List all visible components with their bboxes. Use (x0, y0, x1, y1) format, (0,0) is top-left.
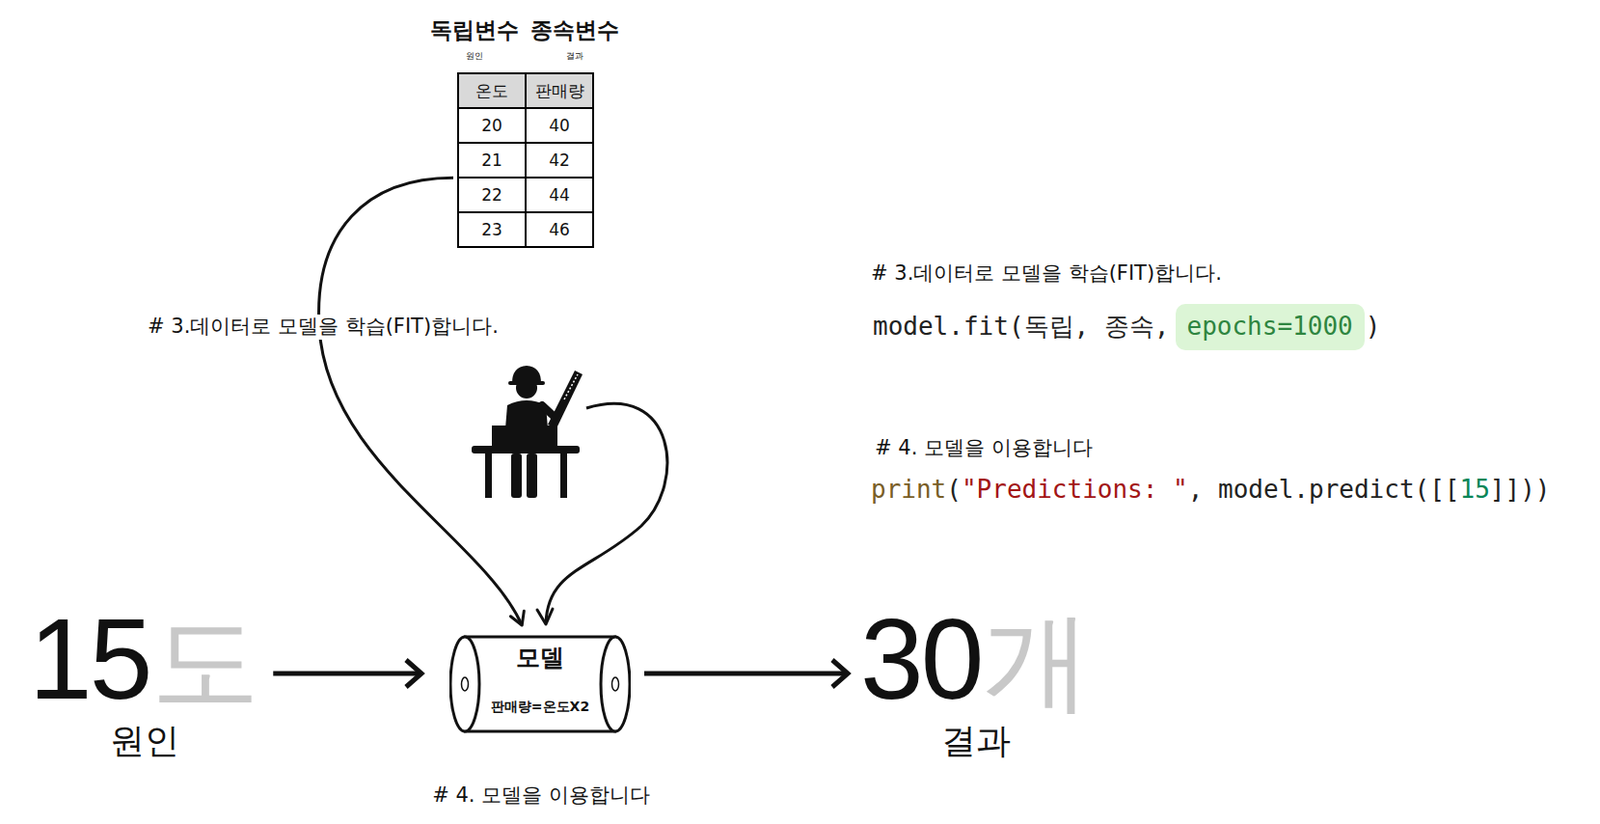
table-grid: 온도판매량2040214222442346 (457, 72, 595, 248)
code-comment: # 4. 모델을 이용합니다 (874, 435, 1093, 461)
table-header-cell: 판매량 (526, 74, 593, 108)
arrowhead (406, 659, 422, 687)
big-number: 30 (860, 601, 981, 716)
code-text: ) (1365, 311, 1382, 342)
table-cell: 46 (526, 213, 593, 246)
model-title: 모델 (515, 643, 565, 673)
worker-leg (511, 453, 522, 498)
code-token: ]])) (1490, 474, 1551, 505)
cause-label: 원인 (109, 719, 180, 761)
arrowhead (510, 610, 524, 625)
code-token: print (870, 474, 947, 505)
table-cell: 21 (459, 143, 525, 177)
code-text: model.fit(독립, 종속, (872, 311, 1170, 342)
output-arrow (644, 671, 847, 677)
column-heading: 독립변수 (430, 17, 519, 45)
saw-blade (547, 370, 583, 429)
helmet-brim (508, 380, 545, 385)
arrowhead (537, 608, 553, 624)
big-unit: 도 (151, 607, 260, 716)
code-token: ( (946, 474, 962, 505)
worker-helmet (512, 365, 542, 383)
table-header-cell: 온도 (459, 74, 525, 108)
highlighted-argument: epochs=1000 (1187, 311, 1354, 342)
data-table: 온도판매량2040214222442346독립변수원인종속변수결과 (457, 72, 595, 248)
code-token: , model.predict([[ (1188, 474, 1461, 505)
code-token: 15 (1460, 474, 1491, 505)
table-cell: 42 (526, 143, 593, 177)
column-heading: 종속변수 (530, 17, 620, 45)
work-table (471, 445, 580, 454)
table-cell: 23 (459, 213, 525, 246)
table-leg (485, 453, 492, 498)
table-leg (560, 453, 568, 498)
input-arrow (272, 671, 421, 677)
big-number: 15 (28, 601, 150, 716)
column-subheading: 결과 (566, 51, 584, 62)
big-unit: 개 (982, 607, 1091, 716)
worker-icon (471, 365, 583, 498)
result-label: 결과 (941, 719, 1011, 761)
code-comment: # 3.데이터로 모델을 학습(FIT)합니다. (870, 261, 1222, 286)
curved-connector (319, 177, 525, 625)
worker-leg (526, 453, 538, 498)
step-caption: # 4. 모델을 이용합니다 (432, 783, 651, 808)
code-highlight: epochs=1000 (1175, 303, 1365, 350)
column-subheading: 원인 (465, 51, 484, 62)
table-cell: 40 (526, 108, 593, 142)
worker-curve (545, 403, 668, 624)
table-cell: 22 (459, 178, 525, 212)
model-formula: 판매량=온도X2 (490, 698, 590, 715)
arrowhead (832, 659, 848, 687)
table-cell: 44 (526, 178, 593, 212)
work-block (491, 425, 558, 446)
saw-teeth (564, 374, 578, 400)
big-value-row: 30개 (860, 601, 1091, 716)
model-cylinder: 모델판매량=온도X2 (449, 634, 631, 733)
big-value-row: 15도 (28, 601, 260, 716)
code-line: print("Predictions: ", model.predict([[1… (870, 474, 1550, 505)
step-caption: # 3.데이터로 모델을 학습(FIT)합니다. (145, 314, 501, 339)
table-cell: 20 (459, 108, 525, 142)
code-token: "Predictions: " (961, 474, 1189, 505)
